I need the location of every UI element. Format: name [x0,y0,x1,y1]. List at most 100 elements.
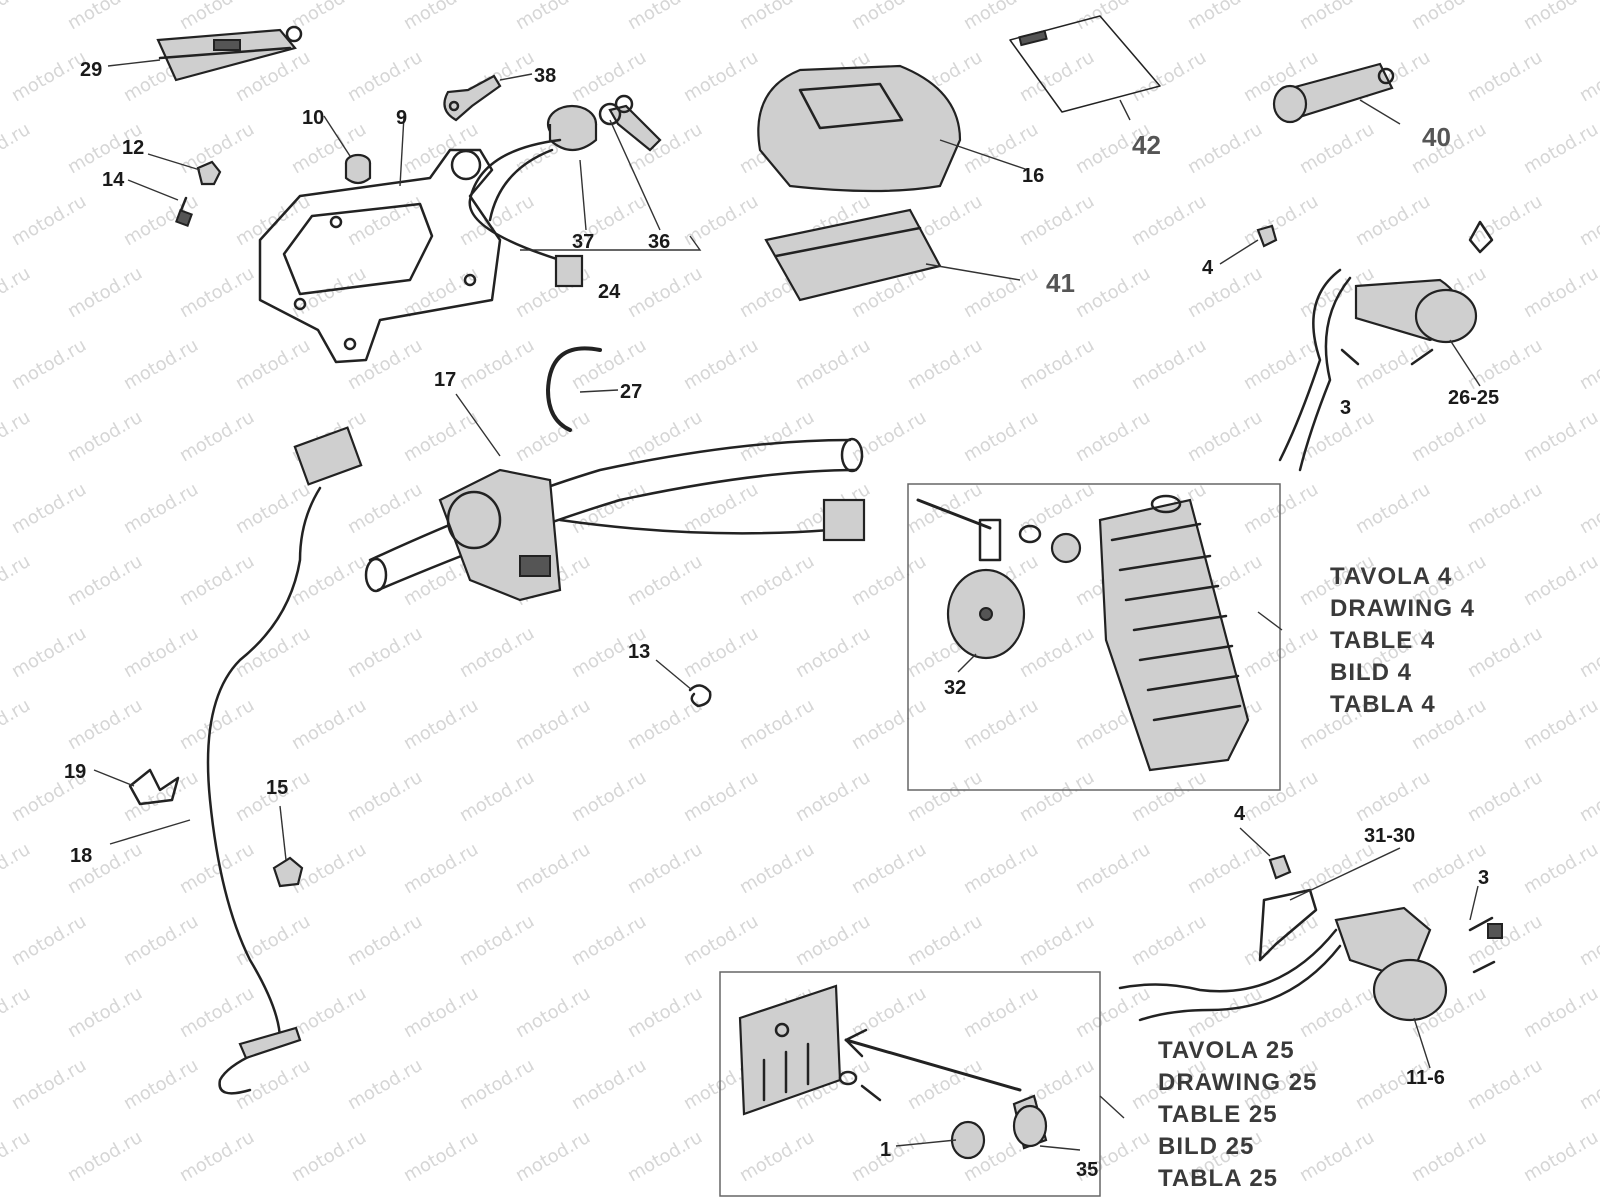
watermark-text: motod.ru [1072,263,1154,322]
reference-block-drawing-25: TAVOLA 25 DRAWING 25 TABLE 25 BILD 25 TA… [1158,1037,1317,1192]
label-32: 32 [944,677,966,699]
watermark-text: motod.ru [1464,47,1546,106]
label-42: 42 [1132,130,1161,160]
watermark-text: motod.ru [680,623,762,682]
watermark-text: motod.ru [400,0,482,34]
watermark-text: motod.ru [680,911,762,970]
ref4-line-4: BILD 4 [1330,659,1412,686]
part-26-25-turn-signal [1256,220,1494,472]
watermark-text: motod.ru [64,1127,146,1186]
part-40-tube-wrench [1272,62,1395,124]
watermark-text: motod.ru [0,983,34,1042]
watermark-text: motod.ru [1408,407,1490,466]
watermark-text: motod.ru [680,191,762,250]
label-35: 35 [1076,1159,1098,1181]
watermark-text: motod.ru [288,983,370,1042]
watermark-text: motod.ru [400,983,482,1042]
watermark-text: motod.ru [1184,839,1266,898]
label-14: 14 [102,169,125,191]
watermark-text: motod.ru [176,1127,258,1186]
ref25-line-1: TAVOLA 25 [1158,1037,1295,1064]
part-15-grommet [272,856,304,888]
watermark-text: motod.ru [344,191,426,250]
watermark-text: motod.ru [344,479,426,538]
watermark-text: motod.ru [8,47,90,106]
watermark-text: motod.ru [1520,695,1600,754]
watermark-text: motod.ru [960,983,1042,1042]
ref25-line-4: BILD 25 [1158,1133,1254,1160]
watermark-text: motod.ru [904,1055,986,1114]
label-3-bottom: 3 [1478,867,1489,889]
watermark-text: motod.ru [736,1127,818,1186]
watermark-text: motod.ru [1520,0,1600,34]
watermark-text: motod.ru [344,911,426,970]
label-40: 40 [1422,122,1451,152]
watermark-text: motod.ru [624,0,706,34]
part-16-cover [757,64,962,193]
watermark-text: motod.ru [1296,983,1378,1042]
watermark-text: motod.ru [1184,407,1266,466]
watermark-text: motod.ru [1016,479,1098,538]
label-11-6: 11-6 [1406,1067,1445,1089]
watermark-text: motod.ru [1016,767,1098,826]
label-19: 19 [64,761,86,783]
part-19-clip [128,768,180,806]
watermark-text: motod.ru [400,839,482,898]
part-10-bush [344,153,372,185]
watermark-text: motod.ru [792,335,874,394]
label-13: 13 [628,641,650,663]
watermark-text: motod.ru [1520,551,1600,610]
watermark-text: motod.ru [960,695,1042,754]
watermark-text: motod.ru [1464,767,1546,826]
watermark-text: motod.ru [64,407,146,466]
watermark-text: motod.ru [1576,1055,1600,1114]
watermark-text: motod.ru [64,263,146,322]
label-4-top: 4 [1202,257,1214,279]
watermark-text: motod.ru [680,767,762,826]
watermark-text: motod.ru [176,983,258,1042]
label-36: 36 [648,231,670,253]
watermark-text: motod.ru [1296,0,1378,34]
watermark-text: motod.ru [176,695,258,754]
ref4-line-2: DRAWING 4 [1330,595,1475,622]
watermark-text: motod.ru [1072,407,1154,466]
watermark-text: motod.ru [512,839,594,898]
watermark-text: motod.ru [120,1055,202,1114]
watermark-text: motod.ru [0,407,34,466]
watermark-text: motod.ru [1352,479,1434,538]
part-38-key [443,74,502,122]
watermark-text: motod.ru [8,335,90,394]
label-31-30: 31-30 [1364,825,1415,847]
watermark-text: motod.ru [1520,407,1600,466]
watermark-text: motod.ru [736,551,818,610]
ref25-line-2: DRAWING 25 [1158,1069,1317,1096]
watermark-text: motod.ru [848,839,930,898]
watermark-text: motod.ru [1072,0,1154,34]
watermark-text: motod.ru [400,119,482,178]
label-12: 12 [122,137,144,159]
label-26-25: 26-25 [1448,387,1499,409]
label-15: 15 [266,777,288,799]
watermark-text: motod.ru [624,839,706,898]
watermark-text: motod.ru [1296,1127,1378,1186]
watermark-text: motod.ru [1240,767,1322,826]
watermark-text: motod.ru [1576,623,1600,682]
watermark-text: motod.ru [512,695,594,754]
watermark-text: motod.ru [568,1055,650,1114]
part-17-handlebar-switch [364,437,866,602]
watermark-text: motod.ru [792,911,874,970]
watermark-text: motod.ru [960,0,1042,34]
part-24-ignition-switch [468,94,662,288]
watermark-text: motod.ru [64,0,146,34]
watermark-text: motod.ru [400,407,482,466]
watermark-text: motod.ru [1464,335,1546,394]
label-18: 18 [70,845,92,867]
watermark-text: motod.ru [456,767,538,826]
ref25-line-3: TABLE 25 [1158,1101,1278,1128]
watermark-text: motod.ru [1240,623,1322,682]
watermark-text: motod.ru [568,911,650,970]
watermark-text: motod.ru [120,767,202,826]
watermark-text: motod.ru [8,191,90,250]
leader-lines [93,59,1481,1151]
